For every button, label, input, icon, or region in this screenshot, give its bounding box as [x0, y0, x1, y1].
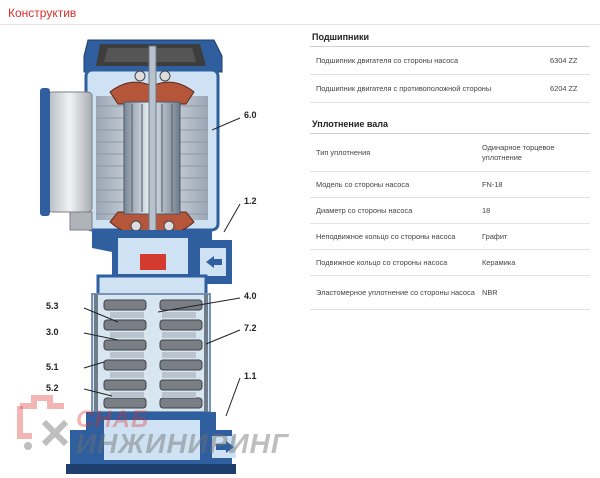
callout-5-3: 5.3: [46, 301, 59, 311]
spec-label: Подшипник двигателя с противоположной ст…: [316, 83, 492, 93]
spec-value: Графит: [482, 231, 508, 241]
spec-row: Неподвижное кольцо со стороны насоса Гра…: [310, 224, 590, 250]
spec-label: Модель со стороны насоса: [316, 179, 410, 189]
spec-value: 18: [482, 205, 491, 215]
pump-drawing: [40, 39, 241, 474]
bearings-title: Подшипники: [310, 26, 590, 47]
spec-label: Неподвижное кольцо со стороны насоса: [316, 231, 456, 241]
callout-5-1: 5.1: [46, 362, 59, 372]
spec-panel: Подшипники Подшипник двигателя со сторон…: [310, 26, 590, 310]
seal-title: Уплотнение вала: [310, 113, 590, 134]
spec-label: Подвижное кольцо со стороны насоса: [316, 257, 448, 267]
callout-7-2: 7.2: [244, 323, 257, 333]
spec-row: Эластомерное уплотнение со стороны насос…: [310, 276, 590, 310]
callout-6-0: 6.0: [244, 110, 257, 120]
pump-cutaway-diagram: 6.0 1.2 5.3 4.0 3.0 7.2 5.1 1.1 5.2: [0, 26, 300, 478]
spec-row: Подшипник двигателя с противоположной ст…: [310, 75, 590, 103]
spec-value: Керамика: [482, 257, 516, 267]
seal-group: Уплотнение вала Тип уплотнения Одинарное…: [310, 113, 590, 310]
spec-value: 6204 ZZ: [550, 83, 578, 93]
section-title: Конструктив: [8, 6, 77, 20]
callout-1-2: 1.2: [244, 196, 257, 206]
bearings-group: Подшипники Подшипник двигателя со сторон…: [310, 26, 590, 103]
spec-row: Тип уплотнения Одинарное торцевое уплотн…: [310, 134, 590, 172]
spec-row: Подшипник двигателя со стороны насоса 63…: [310, 47, 590, 75]
spec-value: FN-18: [482, 179, 503, 189]
spec-row: Диаметр со стороны насоса 18: [310, 198, 590, 224]
spec-value: 6304 ZZ: [550, 55, 578, 65]
spec-value: NBR: [482, 287, 498, 297]
spec-row: Модель со стороны насоса FN-18: [310, 172, 590, 198]
spec-label: Диаметр со стороны насоса: [316, 205, 413, 215]
spec-label: Подшипник двигателя со стороны насоса: [316, 55, 459, 65]
callout-4-0: 4.0: [244, 291, 257, 301]
callout-5-2: 5.2: [46, 383, 59, 393]
spec-label: Тип уплотнения: [316, 147, 371, 157]
spec-value: Одинарное торцевое уплотнение: [482, 142, 555, 162]
spec-label: Эластомерное уплотнение со стороны насос…: [316, 287, 475, 297]
callout-1-1: 1.1: [244, 371, 257, 381]
spec-row: Подвижное кольцо со стороны насоса Керам…: [310, 250, 590, 276]
section-divider: [0, 24, 600, 25]
callout-3-0: 3.0: [46, 327, 59, 337]
